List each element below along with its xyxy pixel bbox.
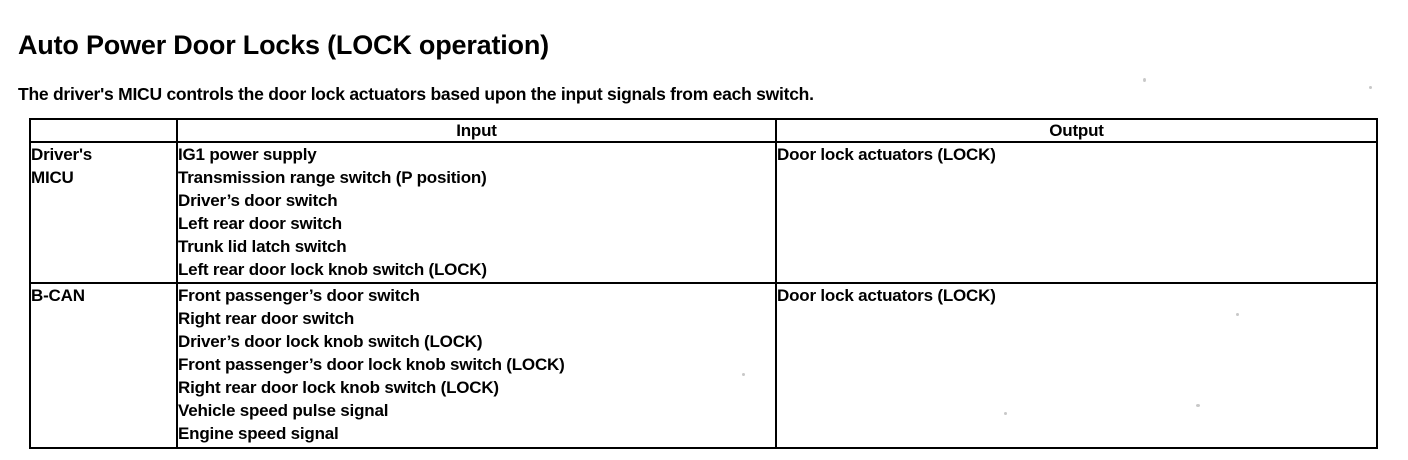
output-label: Door lock actuators (LOCK) xyxy=(777,286,996,305)
intro-paragraph: The driver's MICU controls the door lock… xyxy=(18,83,814,104)
column-header-source xyxy=(29,118,178,143)
row-output-cell: Door lock actuators (LOCK) xyxy=(775,282,1378,449)
list-item: Left rear door lock knob switch (LOCK) xyxy=(178,260,487,279)
row-source-cell: B-CAN xyxy=(29,282,178,449)
column-header-input: Input xyxy=(176,118,777,143)
scan-speck xyxy=(1143,78,1146,82)
output-label: Door lock actuators (LOCK) xyxy=(777,145,996,164)
row-input-cell: Front passenger’s door switch Right rear… xyxy=(176,282,777,449)
column-header-output: Output xyxy=(775,118,1378,143)
table-row: B-CAN Front passenger’s door switch Righ… xyxy=(29,282,1378,449)
list-item: Right rear door switch xyxy=(178,309,355,328)
list-item: Right rear door lock knob switch (LOCK) xyxy=(178,378,499,397)
list-item: IG1 power supply xyxy=(178,145,317,164)
source-label: B-CAN xyxy=(31,286,85,305)
list-item: Left rear door switch xyxy=(178,214,342,233)
list-item: Trunk lid latch switch xyxy=(178,237,347,256)
scan-speck xyxy=(742,373,745,376)
input-signal-list: IG1 power supply Transmission range swit… xyxy=(178,143,775,281)
input-signal-list: Front passenger’s door switch Right rear… xyxy=(178,284,775,445)
list-item: Vehicle speed pulse signal xyxy=(178,401,389,420)
table-header-row: Input Output xyxy=(29,118,1378,143)
table-body: Driver's MICU IG1 power supply Transmiss… xyxy=(29,141,1378,449)
list-item: Front passenger’s door switch xyxy=(178,286,420,305)
list-item: Driver’s door switch xyxy=(178,191,338,210)
source-label: Driver's MICU xyxy=(31,145,93,187)
scan-speck xyxy=(1196,404,1200,407)
list-item: Engine speed signal xyxy=(178,424,339,443)
row-output-cell: Door lock actuators (LOCK) xyxy=(775,141,1378,284)
page-title: Auto Power Door Locks (LOCK operation) xyxy=(18,30,549,61)
row-source-cell: Driver's MICU xyxy=(29,141,178,284)
scan-speck xyxy=(1236,313,1239,316)
list-item: Driver’s door lock knob switch (LOCK) xyxy=(178,332,483,351)
list-item: Transmission range switch (P position) xyxy=(178,168,487,187)
list-item: Front passenger’s door lock knob switch … xyxy=(178,355,565,374)
table-row: Driver's MICU IG1 power supply Transmiss… xyxy=(29,141,1378,284)
table-header: Input Output xyxy=(29,118,1378,143)
scan-speck xyxy=(1369,86,1372,89)
row-input-cell: IG1 power supply Transmission range swit… xyxy=(176,141,777,284)
scan-speck xyxy=(1004,412,1007,415)
signal-table: Input Output Driver's MICU IG1 power sup… xyxy=(29,118,1378,449)
